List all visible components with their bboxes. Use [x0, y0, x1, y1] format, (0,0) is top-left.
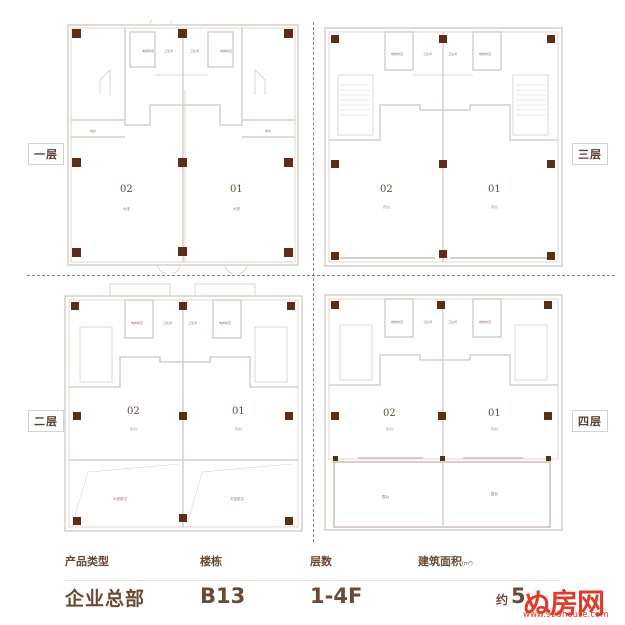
- svg-text:02: 02: [127, 406, 140, 417]
- info-divider: [65, 580, 560, 581]
- svg-text:卫生间: 卫生间: [448, 319, 457, 324]
- header-area-unit: (m²): [462, 561, 473, 567]
- svg-text:电梯前室: 电梯前室: [219, 320, 231, 325]
- electrical-label: 电井: [90, 128, 96, 133]
- svg-text:卫生间: 卫生间: [163, 320, 172, 325]
- svg-text:电梯前室: 电梯前室: [131, 320, 143, 325]
- elevator-label: 电梯前室: [142, 48, 154, 53]
- floor-label-3: 三层: [572, 143, 608, 165]
- floor-label-1: 一层: [28, 143, 64, 165]
- header-area: 建筑面积(m²): [418, 553, 473, 569]
- floor-plan-3-drawing: 电梯前室 电梯前室 卫生间 卫生间 02 01 办公 办公: [324, 27, 563, 267]
- atrium-label: 大堂挑空: [113, 496, 127, 501]
- horizontal-divider: [27, 275, 615, 276]
- svg-text:卫生间: 卫生间: [190, 48, 199, 53]
- value-area-prefix: 约: [496, 593, 509, 607]
- floor-plan-1-drawing: 电梯前室 电梯前室 卫生间 卫生间 电井 电井 02 01 大堂 大堂: [67, 20, 299, 274]
- svg-text:02: 02: [383, 408, 396, 419]
- svg-text:卫生间: 卫生间: [448, 51, 457, 56]
- floor-plan-2-drawing: 电梯前室 电梯前室 卫生间 卫生间 02 01 办公 办公 大堂挑空 大堂挑空: [64, 283, 303, 532]
- floor-plan-1: 电梯前室 电梯前室 卫生间 卫生间 电井 电井 02 01 大堂 大堂: [60, 20, 310, 275]
- svg-text:办公: 办公: [235, 426, 242, 431]
- header-building: 楼栋: [200, 555, 222, 568]
- value-product-type: 企业总部: [65, 588, 146, 610]
- svg-text:办公: 办公: [130, 426, 137, 431]
- svg-text:电梯前室: 电梯前室: [220, 48, 232, 53]
- svg-text:卫生间: 卫生间: [423, 319, 432, 324]
- value-floors: 1-4F: [310, 584, 363, 608]
- svg-text:02: 02: [380, 184, 393, 195]
- svg-text:01: 01: [488, 184, 501, 195]
- svg-text:办公: 办公: [491, 426, 499, 431]
- unit-number-01: 01: [230, 184, 243, 195]
- value-building: B13: [200, 584, 246, 608]
- svg-text:电梯前室: 电梯前室: [391, 51, 403, 56]
- svg-text:卫生间: 卫生间: [188, 320, 197, 325]
- vertical-divider: [313, 22, 314, 542]
- svg-text:卫生间: 卫生间: [423, 51, 432, 56]
- svg-text:办公: 办公: [383, 204, 391, 209]
- floor-plan-4: 电梯前室 电梯前室 卫生间 卫生间 02 01 办公 办公 露台 露台: [320, 290, 570, 540]
- floor-label-4: 四层: [572, 410, 608, 432]
- floor-plan-2: 电梯前室 电梯前室 卫生间 卫生间 02 01 办公 办公 大堂挑空 大堂挑空: [60, 282, 310, 537]
- unit-number-02: 02: [120, 184, 133, 195]
- svg-text:电梯前室: 电梯前室: [391, 319, 403, 324]
- room-label: 大堂: [123, 206, 130, 211]
- restroom-label: 卫生间: [164, 48, 173, 53]
- svg-text:露台: 露台: [491, 491, 499, 496]
- header-product-type: 产品类型: [65, 555, 109, 568]
- svg-text:01: 01: [232, 406, 245, 417]
- header-floors: 层数: [310, 555, 332, 568]
- floor-label-2: 二层: [28, 410, 64, 432]
- header-area-label: 建筑面积: [418, 555, 462, 568]
- watermark-url: www.999house.com: [523, 610, 609, 620]
- floor-plan-3: 电梯前室 电梯前室 卫生间 卫生间 02 01 办公 办公: [320, 20, 570, 275]
- svg-text:电梯前室: 电梯前室: [479, 51, 491, 56]
- watermark-logo: ぬ房网: [523, 587, 605, 620]
- svg-text:办公: 办公: [491, 204, 499, 209]
- svg-text:01: 01: [488, 408, 501, 419]
- svg-text:大堂挑空: 大堂挑空: [230, 496, 244, 501]
- svg-text:办公: 办公: [386, 426, 394, 431]
- svg-text:电井: 电井: [265, 128, 271, 133]
- room-label: 大堂: [233, 206, 240, 211]
- floor-plan-4-drawing: 电梯前室 电梯前室 卫生间 卫生间 02 01 办公 办公 露台 露台: [324, 294, 563, 531]
- svg-text:电梯前室: 电梯前室: [479, 319, 491, 324]
- value-area: 5: [511, 584, 526, 608]
- terrace-label: 露台: [382, 494, 390, 499]
